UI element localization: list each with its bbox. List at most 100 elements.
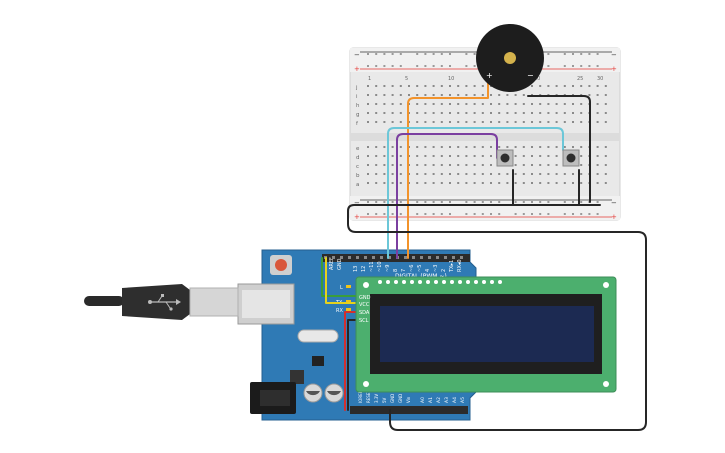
- row-letter-b: b: [356, 173, 360, 179]
- wire-black-buzzer-gnd[interactable]: [527, 95, 591, 203]
- breadboard-hole: [375, 155, 378, 157]
- breadboard-hole: [440, 173, 443, 175]
- wire-yellow-lcd-vcc[interactable]: [325, 257, 361, 304]
- breadboard-hole: [555, 112, 558, 114]
- digital-header-pin[interactable]: [340, 256, 343, 259]
- lcd-header-pin: [466, 280, 470, 284]
- digital-pin-label: RX◂0: [457, 259, 463, 272]
- rail-hole: [473, 201, 476, 203]
- breadboard-hole: [473, 121, 476, 123]
- usb-cable[interactable]: [84, 284, 239, 320]
- breadboard-hole: [522, 155, 525, 157]
- breadboard-hole: [490, 112, 492, 114]
- breadboard-hole: [399, 94, 402, 96]
- lcd-mount-hole-tl: [363, 282, 369, 288]
- wire-red-lcd-sda[interactable]: [344, 311, 361, 411]
- wire-cyan-button-2[interactable]: [387, 127, 564, 259]
- rail-hole: [399, 201, 402, 203]
- breadboard-hole: [604, 182, 607, 184]
- rail-hole: [490, 201, 492, 203]
- rail-hole: [449, 201, 451, 203]
- rail-hole: [416, 213, 419, 215]
- breadboard-hole: [563, 103, 566, 105]
- power-pin-label: RESET: [366, 390, 371, 403]
- digital-header-pin[interactable]: [460, 256, 463, 259]
- rail-hole: [375, 65, 378, 67]
- lcd-header-pin: [474, 280, 478, 284]
- wire-black-gnd-loop[interactable]: [347, 204, 647, 431]
- digital-header-pin[interactable]: [356, 256, 359, 259]
- rail-hole: [580, 53, 583, 55]
- breadboard-hole: [539, 155, 542, 157]
- breadboard-hole: [481, 164, 484, 166]
- digital-header-pin[interactable]: [404, 256, 407, 259]
- breadboard-hole: [432, 146, 435, 148]
- usb-symbol-icon: [148, 294, 181, 311]
- lcd-display[interactable]: GND VCC SDA SCL: [355, 276, 617, 393]
- wire-orange-buzzer[interactable]: [407, 73, 489, 259]
- rail-hole: [473, 213, 476, 215]
- breadboard-hole: [563, 112, 566, 114]
- digital-header-pin[interactable]: [412, 256, 415, 259]
- digital-header-pin[interactable]: [452, 256, 455, 259]
- rail-hole: [572, 65, 574, 67]
- breadboard-hole: [375, 85, 378, 87]
- lcd-header-pin: [426, 280, 430, 284]
- digital-header-pin[interactable]: [444, 256, 447, 259]
- digital-header-pin[interactable]: [348, 256, 351, 259]
- breadboard-hole: [580, 164, 583, 166]
- breadboard-hole: [457, 164, 460, 166]
- breadboard-hole: [375, 103, 378, 105]
- breadboard-hole: [490, 164, 492, 166]
- breadboard-hole: [547, 155, 550, 157]
- breadboard-hole: [440, 103, 443, 105]
- wire-purple-button-1[interactable]: [396, 133, 498, 259]
- push-button-2[interactable]: [562, 149, 580, 167]
- breadboard-hole: [432, 94, 435, 96]
- breadboard-hole: [375, 94, 378, 96]
- breadboard-hole: [547, 85, 550, 87]
- push-button-1-cap[interactable]: [500, 153, 510, 163]
- breadboard-hole: [440, 182, 443, 184]
- rx-label: RX: [336, 308, 343, 314]
- top-rail-minus-label-right: −: [611, 51, 617, 59]
- breadboard-hole: [383, 85, 386, 87]
- rail-hole: [391, 213, 394, 215]
- breadboard-hole: [522, 173, 525, 175]
- piezo-buzzer[interactable]: + −: [476, 24, 544, 92]
- wire-green-lcd-gnd[interactable]: [321, 257, 361, 297]
- breadboard-hole: [547, 112, 550, 114]
- digital-header-pin[interactable]: [364, 256, 367, 259]
- digital-header-pin[interactable]: [420, 256, 423, 259]
- digital-pin-label: ~3: [433, 265, 439, 272]
- rail-hole: [440, 213, 443, 215]
- breadboard-hole: [375, 146, 378, 148]
- capacitor-2-mark: [327, 391, 341, 396]
- breadboard-hole: [391, 173, 394, 175]
- reset-button[interactable]: [275, 259, 287, 271]
- rail-hole: [416, 201, 419, 203]
- breadboard-hole: [563, 182, 566, 184]
- breadboard-hole: [572, 85, 574, 87]
- breadboard-hole: [416, 146, 419, 148]
- breadboard-hole: [531, 121, 533, 123]
- breadboard-hole: [416, 112, 419, 114]
- digital-header-pin[interactable]: [332, 256, 335, 259]
- breadboard-hole: [473, 112, 476, 114]
- digital-header-pin[interactable]: [428, 256, 431, 259]
- breadboard-hole: [531, 146, 533, 148]
- digital-header-pin[interactable]: [436, 256, 439, 259]
- push-button-2-cap[interactable]: [566, 153, 576, 163]
- rail-hole: [547, 53, 550, 55]
- push-button-1[interactable]: [496, 149, 514, 167]
- breadboard-hole: [465, 94, 468, 96]
- breadboard-hole: [449, 103, 451, 105]
- breadboard-hole: [432, 164, 435, 166]
- digital-header-pin[interactable]: [372, 256, 375, 259]
- digital-header-pin[interactable]: [380, 256, 383, 259]
- digital-header-pin[interactable]: [388, 256, 391, 259]
- digital-pin-label: 12: [361, 266, 367, 272]
- breadboard-hole: [391, 103, 394, 105]
- breadboard-hole: [432, 121, 435, 123]
- rail-hole: [424, 53, 427, 55]
